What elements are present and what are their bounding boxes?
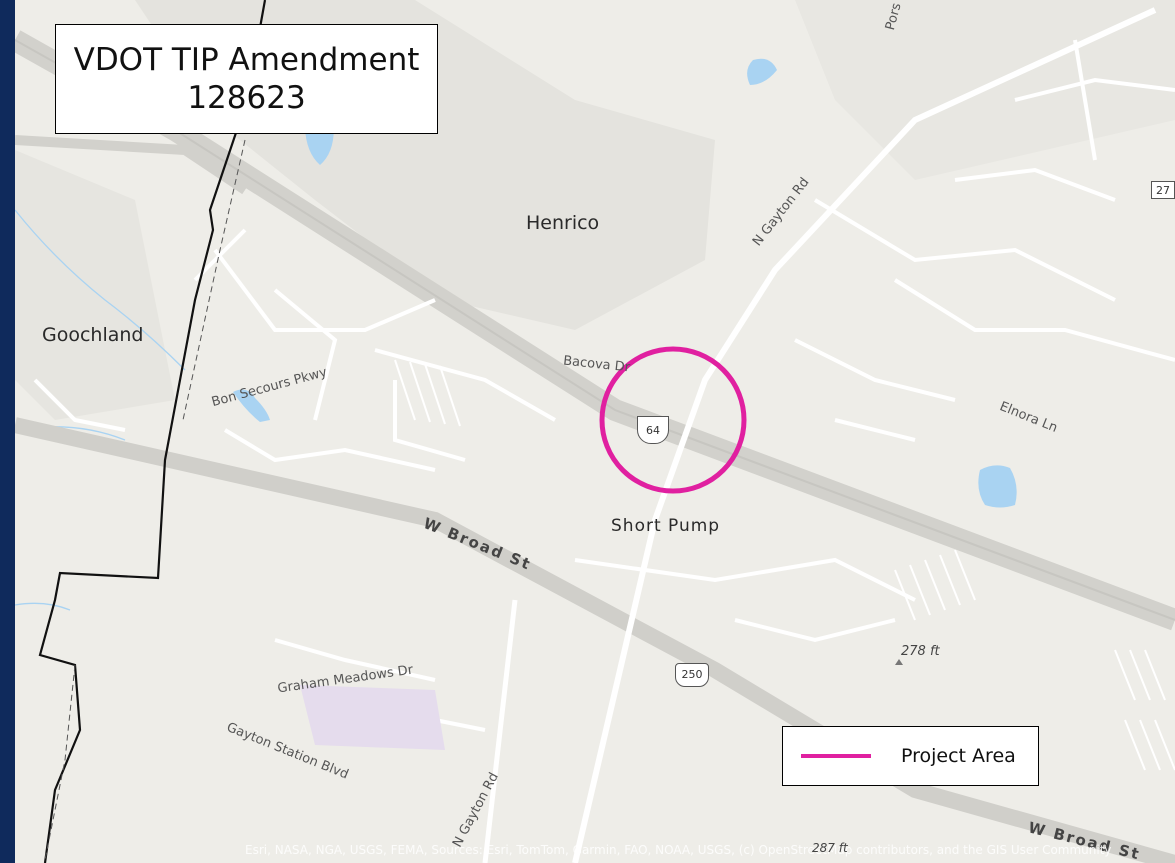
label-elevation-278: 278 ft bbox=[901, 644, 940, 659]
legend-label-project-area: Project Area bbox=[901, 745, 1016, 767]
pond-northeast bbox=[747, 58, 777, 85]
interstate-64-label: 64 bbox=[646, 424, 660, 437]
boundary-dash-north bbox=[182, 139, 246, 421]
n-gayton-rd-south-line bbox=[482, 599, 518, 863]
boundary-dash-south bbox=[44, 664, 76, 861]
pond-bon-secours bbox=[233, 389, 270, 422]
stream-south bbox=[15, 602, 71, 611]
us-250-label: 250 bbox=[681, 668, 703, 681]
legend-swatch-project-area bbox=[801, 754, 871, 758]
w-broad-st-line bbox=[15, 417, 1175, 863]
project-area-circle[interactable] bbox=[599, 346, 747, 494]
interstate-64-shield: 64 bbox=[637, 416, 669, 444]
stream-west bbox=[15, 209, 186, 371]
map-canvas[interactable]: 64 250 27 Henrico Goochland Short Pump N… bbox=[15, 0, 1175, 863]
n-gayton-rd-line bbox=[572, 7, 1157, 863]
legend: Project Area bbox=[782, 726, 1039, 786]
pond-east bbox=[978, 465, 1017, 508]
label-short-pump: Short Pump bbox=[611, 516, 721, 536]
us-250-shield: 250 bbox=[675, 663, 709, 687]
i64-ramp-west bbox=[15, 135, 248, 195]
title-box: VDOT TIP Amendment 128623 bbox=[55, 24, 438, 134]
label-elevation-287: 287 ft bbox=[812, 841, 848, 855]
facility-area bbox=[300, 685, 445, 750]
county-boundary bbox=[38, 0, 267, 863]
elevation-marker bbox=[895, 659, 903, 665]
label-henrico: Henrico bbox=[526, 212, 600, 234]
state-route-shield: 27 bbox=[1151, 181, 1175, 199]
parking-hatch bbox=[394, 359, 1175, 771]
terrain-hill-west bbox=[15, 150, 175, 420]
label-goochland: Goochland bbox=[42, 324, 144, 346]
local-streets bbox=[33, 39, 1175, 732]
title-line-2: 128623 bbox=[187, 80, 306, 116]
title-line-1: VDOT TIP Amendment bbox=[73, 42, 420, 78]
state-route-label: 27 bbox=[1156, 184, 1170, 197]
map-attribution: Esri, NASA, NGA, USGS, FEMA, Sources: Es… bbox=[245, 843, 1112, 857]
